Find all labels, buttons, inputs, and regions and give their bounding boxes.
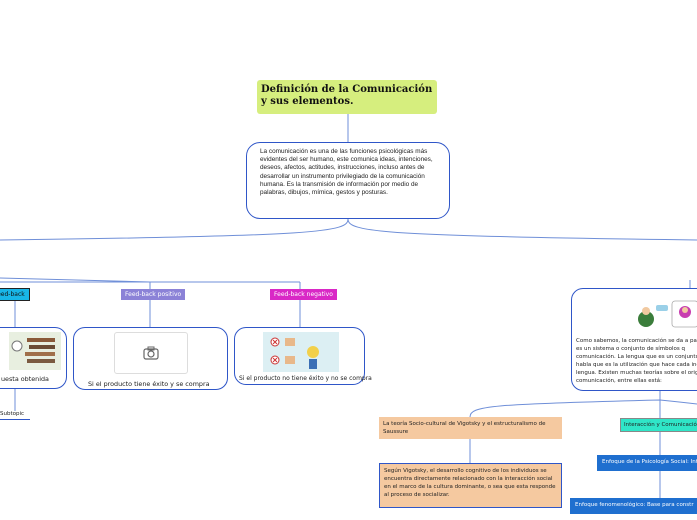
communication-illustration <box>638 300 697 328</box>
interaction-communication-node[interactable]: Interacción y Comunicació <box>620 418 697 432</box>
vygotsky-detail-node[interactable]: Según Vigotsky, el desarrollo cognitivo … <box>379 463 562 508</box>
positive-caption: Si el producto tiene éxito y se compra <box>88 380 210 388</box>
negative-feedback-tag[interactable]: Feed-back negativo <box>270 289 337 300</box>
negative-caption: Si el producto no tiene éxito y no se co… <box>239 375 372 382</box>
left-feedback-card[interactable]: uesta obtenida <box>0 327 67 389</box>
vygotsky-theory-node[interactable]: La teoría Socio-cultural de Vigotsky y e… <box>379 417 562 439</box>
right-theory-card[interactable]: Como sabemos, la comunicación se da a pa… <box>571 288 697 391</box>
left-card-caption: uesta obtenida <box>1 375 49 383</box>
phenomenological-node[interactable]: Enfoque fenomenológico: Base para constr <box>570 498 697 514</box>
negative-feedback-card[interactable]: Si el producto no tiene éxito y no se co… <box>234 327 372 385</box>
positive-feedback-card[interactable]: Si el producto tiene éxito y se compra <box>73 327 228 390</box>
social-psychology-node[interactable]: Enfoque de la Psicología Social: Int <box>597 455 697 471</box>
positive-feedback-tag[interactable]: Feed-back positivo <box>121 289 186 300</box>
feedback-illustration <box>263 332 339 372</box>
feedback-tag[interactable]: feed-back <box>0 288 30 301</box>
main-topic-title[interactable]: Definición de la Comunicación y sus elem… <box>257 80 437 114</box>
image-placeholder <box>114 332 188 374</box>
people-illustration <box>9 332 61 370</box>
camera-icon <box>143 346 159 360</box>
subtopic-node[interactable]: Subtopic <box>0 411 30 420</box>
connector-desc-right <box>347 218 697 241</box>
main-description[interactable]: La comunicación es una de las funciones … <box>246 142 450 219</box>
connector-left-tags <box>0 277 300 283</box>
connector-split <box>469 399 697 418</box>
connector-desc-branches <box>0 218 349 241</box>
right-card-text: Como sabemos, la comunicación se da a pa… <box>576 338 697 384</box>
